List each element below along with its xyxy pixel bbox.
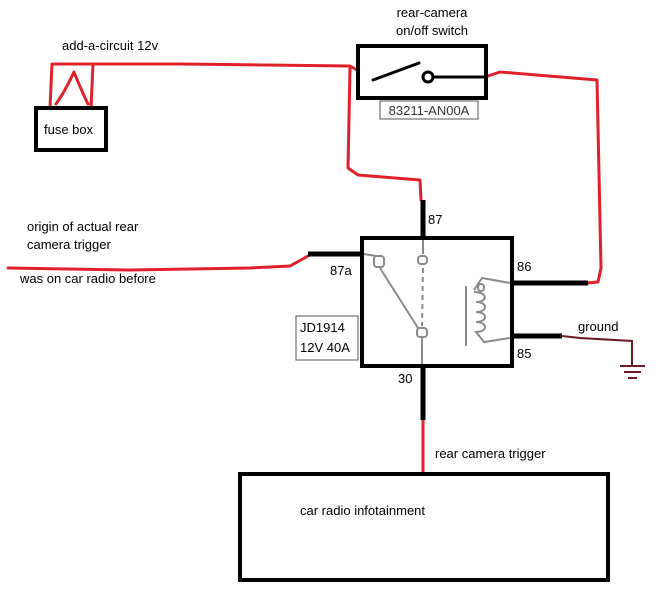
- switch-part-number: 83211-AN00A: [389, 103, 470, 118]
- switch-title-line1: rear-camera: [397, 5, 469, 20]
- relay-body: [360, 236, 514, 368]
- switch-lever: [371, 61, 421, 82]
- wire-origin-to-pin87a: [6, 254, 310, 272]
- camera-switch: rear-camera on/off switch 83211-AN00A: [356, 5, 488, 120]
- coil-cap-top: [477, 283, 485, 292]
- internal-87a-stub: [363, 253, 377, 257]
- ground-symbol: [561, 335, 645, 379]
- pin-30-label: 30: [398, 371, 412, 386]
- origin-line2: camera trigger: [27, 237, 111, 252]
- wire-fuse-loop: [48, 62, 95, 110]
- armature: [379, 267, 419, 329]
- fuse-box-outline: [34, 106, 108, 152]
- infotainment-unit: car radio infotainment: [238, 472, 610, 582]
- relay: 87 87a 86 85 30 JD1914 12V 40A: [295, 200, 588, 420]
- relay-model-line2: 12V 40A: [300, 340, 350, 355]
- fuse-box-label: fuse box: [44, 122, 94, 137]
- armature-travel: [421, 267, 424, 327]
- rear-trigger-label: rear camera trigger: [435, 446, 546, 461]
- switch-outline: [356, 44, 488, 100]
- relay-internals: [363, 240, 511, 364]
- pin-85-label: 85: [517, 346, 531, 361]
- relay-model-box: [295, 315, 359, 361]
- fuse-tap: [54, 70, 90, 106]
- origin-line3: was on car radio before: [19, 271, 156, 286]
- switch-contact: [421, 70, 435, 84]
- switch-title-line2: on/off switch: [396, 23, 468, 38]
- switch-part-box: [379, 100, 479, 120]
- coil-winding: [473, 276, 511, 344]
- contact-87: [417, 255, 428, 265]
- pin-87a-label: 87a: [330, 263, 352, 278]
- origin-line1: origin of actual rear: [27, 219, 139, 234]
- infotainment-box: [238, 472, 610, 582]
- add-circuit-label: add-a-circuit 12v: [62, 38, 159, 53]
- relay-model-line1: JD1914: [300, 320, 345, 335]
- pin-86-label: 86: [517, 259, 531, 274]
- ground-wire: [561, 335, 633, 366]
- contact-87a: [373, 255, 385, 268]
- wire-fuse-to-switch: [89, 62, 377, 110]
- pin-87-label: 87: [428, 212, 442, 227]
- contact-30: [416, 327, 428, 338]
- ground-label: ground: [578, 319, 618, 334]
- wire-switch-to-pin87: [346, 66, 423, 202]
- fuse-box: fuse box: [34, 106, 108, 152]
- infotainment-label: car radio infotainment: [300, 503, 425, 518]
